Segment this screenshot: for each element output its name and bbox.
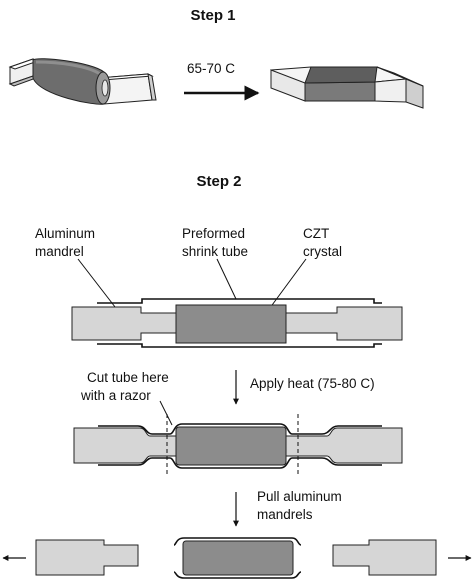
pull-label-line2: mandrels [257, 507, 313, 522]
left-mandrel [71, 306, 177, 341]
mandrel-label-line1: Aluminum [35, 226, 95, 241]
step1-before-assembly [8, 58, 157, 105]
pull-label-line1: Pull aluminum [257, 489, 342, 504]
step1-shrink-tube [32, 58, 111, 105]
czt-crystal [175, 426, 287, 466]
heat-label: Apply heat (75-80 C) [250, 376, 375, 391]
step1-after-assembly [270, 66, 424, 109]
cut-leader-line [159, 400, 173, 426]
czt-crystal [175, 304, 287, 344]
step2-title: Step 2 [196, 173, 241, 190]
tube-label-line1: Preformed [182, 226, 245, 241]
step2-assembly-after-heat [73, 414, 403, 476]
shrunk-tube-top [98, 423, 382, 435]
mandrel-label-line2: mandrel [35, 244, 84, 259]
left-mandrel-removed [35, 539, 139, 576]
shrunk-tube-bottom [98, 457, 382, 469]
right-mandrel-removed [332, 539, 437, 576]
tube-leader-line [216, 258, 237, 300]
step1-temperature-label: 65-70 C [187, 61, 235, 76]
step1-title: Step 1 [190, 7, 235, 24]
tube-label-line2: shrink tube [182, 244, 248, 259]
final-tube-top [173, 537, 302, 546]
step1-arrow: 65-70 C [184, 61, 260, 101]
step2-assembly-pulled [2, 537, 472, 579]
shrink-tube-bottom [97, 343, 382, 348]
cut-label-line1: Cut tube here [87, 370, 169, 385]
crystal-label-line1: CZT [303, 226, 329, 241]
final-tube-bottom [173, 571, 302, 579]
cut-label-line2: with a razor [80, 388, 151, 403]
right-mandrel [285, 306, 403, 341]
encapsulated-czt-crystal [182, 540, 294, 576]
shrink-tube-top [97, 298, 382, 304]
step2-assembly-before-heat [71, 298, 403, 348]
crystal-label-line2: crystal [303, 244, 342, 259]
